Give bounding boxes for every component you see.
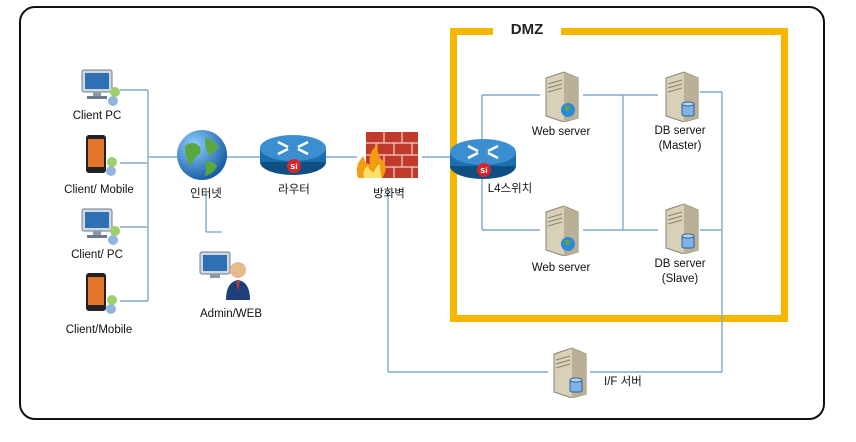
- admin-user-icon: [199, 251, 250, 300]
- db-server-icon: [665, 203, 699, 254]
- web-server1-label: Web server: [531, 126, 591, 138]
- web-server-icon: [545, 205, 579, 256]
- client-mobile-label: Client/ Mobile: [64, 184, 134, 196]
- if-server-icon: [553, 347, 587, 398]
- router-icon: Si: [260, 135, 326, 175]
- router-label: 라우터: [278, 184, 310, 196]
- db-master-role: (Master): [658, 140, 702, 152]
- dmz-title: DMZ: [493, 20, 561, 40]
- firewall-icon: [356, 132, 418, 178]
- l4-switch-icon: Si: [450, 139, 516, 179]
- admin-label: Admin/WEB: [200, 308, 262, 320]
- client-pc-label: Client PC: [72, 110, 122, 122]
- firewall-label: 방화벽: [373, 188, 405, 200]
- if-server-label: I/F 서버: [604, 376, 642, 388]
- globe-icon: [177, 130, 227, 180]
- desktop-pc-icon: [81, 69, 120, 106]
- mobile-phone-icon: [86, 273, 117, 314]
- db-slave-role: (Slave): [661, 273, 699, 285]
- dmz-zone: [450, 28, 788, 322]
- db-master-label: DB server: [654, 125, 706, 137]
- svg-text:Si: Si: [290, 163, 297, 171]
- db-slave-label: DB server: [654, 258, 706, 270]
- web-server2-label: Web server: [531, 262, 591, 274]
- desktop-pc-icon: [81, 208, 120, 245]
- mobile-phone-icon: [86, 135, 117, 176]
- internet-label: 인터넷: [190, 188, 222, 200]
- db-server-icon: [665, 71, 699, 122]
- l4-switch-label: L4스위치: [487, 183, 533, 195]
- client-pc2-label: Client/ PC: [71, 249, 123, 261]
- web-server-icon: [545, 71, 579, 122]
- svg-text:Si: Si: [480, 167, 487, 175]
- client-mobile2-label: Client/Mobile: [65, 324, 133, 336]
